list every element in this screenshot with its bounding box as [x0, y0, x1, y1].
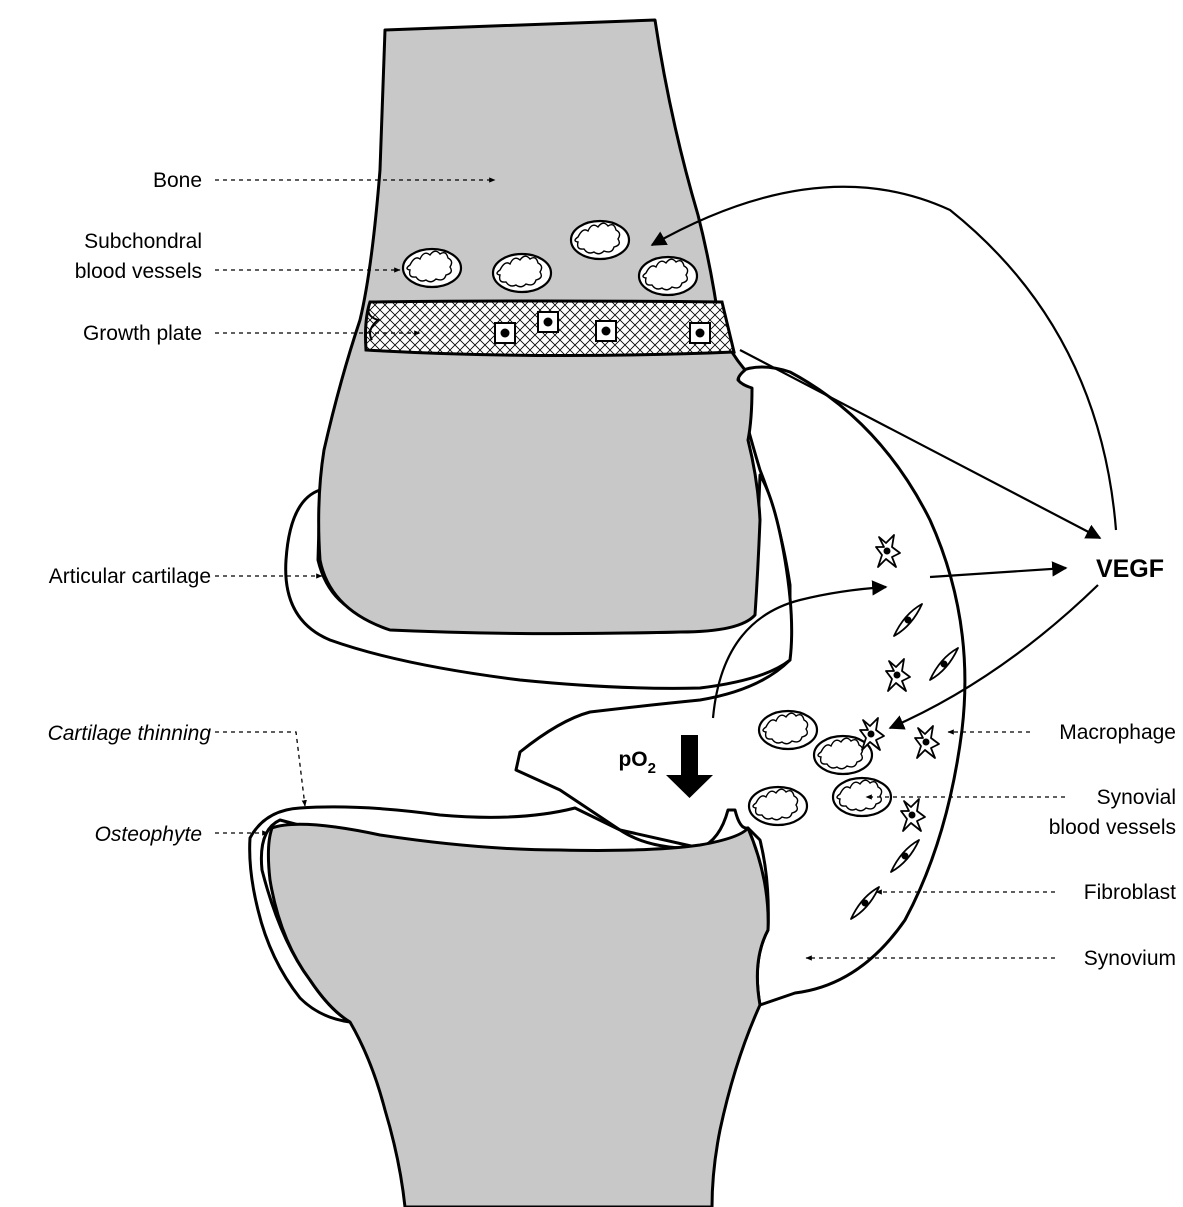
label-macrophage: Macrophage — [1059, 721, 1176, 744]
subchondral-vessel — [639, 257, 697, 295]
chondrocyte — [538, 312, 558, 332]
synovial-vessel — [833, 778, 891, 816]
chondrocyte — [690, 323, 710, 343]
label-bone: Bone — [153, 169, 202, 192]
label-synovial-1: Synovial — [1097, 786, 1176, 809]
label-growth-plate: Growth plate — [83, 322, 202, 345]
synovial-vessel — [759, 711, 817, 749]
pointer-cartilage-thinning — [215, 732, 305, 806]
subchondral-vessel — [493, 254, 551, 292]
label-articular-cartilage: Articular cartilage — [49, 565, 211, 588]
label-fibroblast: Fibroblast — [1084, 881, 1176, 904]
label-cartilage-thinning: Cartilage thinning — [48, 722, 212, 745]
label-synovial-2: blood vessels — [1049, 816, 1176, 839]
synovial-vessel — [814, 736, 872, 774]
lower-bone-shape — [268, 824, 768, 1207]
synovial-vessel — [749, 787, 807, 825]
label-osteophyte: Osteophyte — [95, 823, 202, 846]
chondrocyte — [596, 321, 616, 341]
label-subchondral-1: Subchondral — [84, 230, 202, 253]
subchondral-vessel — [571, 221, 629, 259]
label-synovium: Synovium — [1084, 947, 1176, 970]
label-subchondral-2: blood vessels — [75, 260, 202, 283]
chondrocyte — [495, 323, 515, 343]
label-vegf: VEGF — [1096, 555, 1164, 583]
subchondral-vessel — [403, 249, 461, 287]
